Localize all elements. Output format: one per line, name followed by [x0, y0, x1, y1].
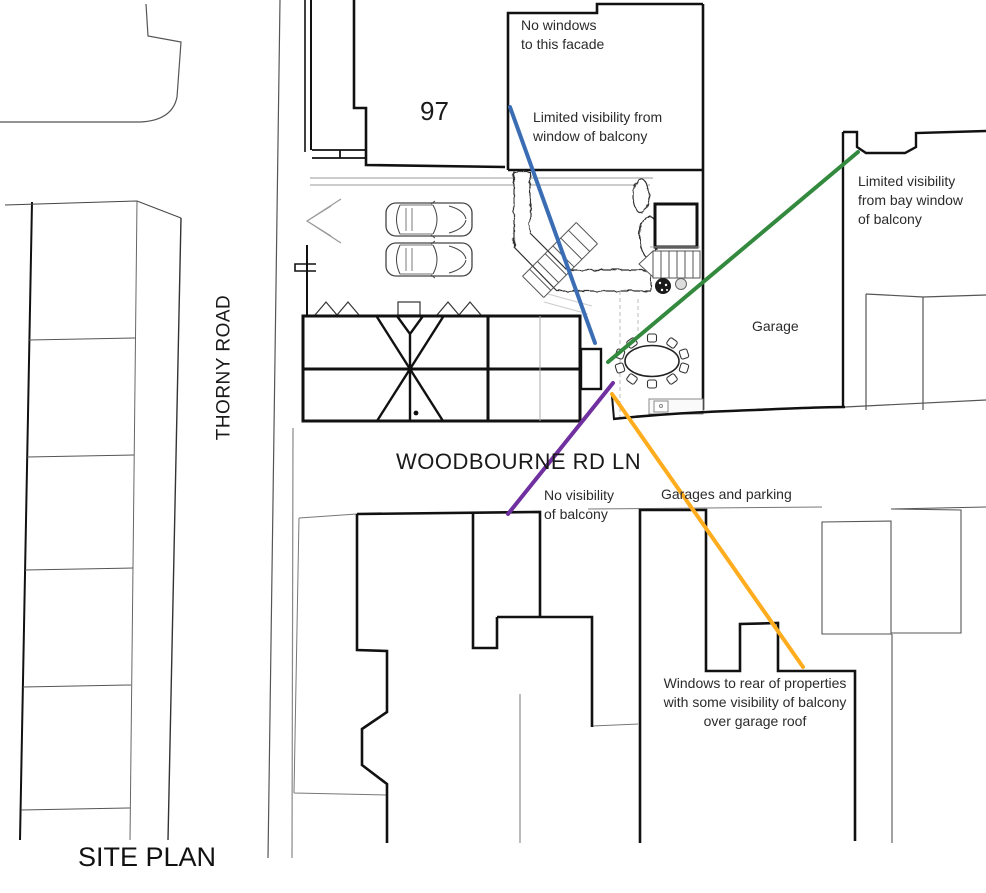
annotation-garages-and-parking: Garages and parking — [661, 486, 792, 502]
rear-garages-thin — [821, 506, 986, 843]
outbuilding-x-roof — [301, 301, 603, 423]
garage-label: Garage — [752, 318, 799, 334]
annotation-windows-to-rear: Windows to rear of properties with some … — [663, 675, 847, 729]
no-windows-building — [506, 2, 705, 410]
annotation-limited-visibility-window: Limited visibility from window of balcon… — [533, 109, 663, 144]
drawing-title: SITE PLAN — [78, 842, 217, 872]
top-left-pavement-corner — [0, 3, 182, 123]
annotation-no-windows: No windows to this facade — [521, 17, 605, 52]
car-icon — [385, 200, 473, 239]
building-97-outline — [352, 0, 506, 169]
south-building-west — [355, 510, 594, 843]
sight-line-street — [506, 381, 615, 516]
roof-dormers — [314, 301, 482, 316]
road-label-woodbourne: WOODBOURNE RD LN — [396, 449, 642, 474]
table-icon — [624, 344, 680, 378]
path-edges — [543, 293, 593, 315]
south-building-east — [638, 508, 857, 843]
terrace-block-west — [4, 200, 182, 841]
lane-garden-lines — [293, 506, 823, 843]
sight-line-window — [508, 105, 597, 345]
table-and-chairs — [614, 333, 690, 389]
bay-window-building — [841, 129, 986, 408]
balcony-bay — [579, 347, 603, 391]
balcony-stairs — [638, 246, 701, 279]
gate-chevron-icon — [305, 198, 342, 244]
garden-97 — [513, 171, 701, 418]
thorny-road-east-kerb — [267, 0, 281, 859]
house-number-97: 97 — [420, 96, 449, 126]
plant-pot-icon — [675, 278, 687, 290]
car-icon — [385, 240, 473, 279]
sight-line-rear-windows — [610, 392, 805, 669]
plant-pot-icon — [655, 278, 671, 294]
annotation-no-visibility: No visibility of balcony — [544, 487, 615, 522]
hedge — [513, 171, 652, 292]
chair-icon — [614, 333, 690, 389]
annotation-limited-visibility-bay: Limited visibility from bay window of ba… — [858, 173, 964, 227]
tree-icon — [632, 178, 650, 214]
road-label-thorny-road: THORNY ROAD — [213, 294, 235, 441]
thorny-road-east-kerb-2 — [291, 427, 294, 859]
garage-outline — [611, 395, 986, 421]
sight-line-bay-window — [606, 150, 860, 364]
road-lines — [0, 0, 294, 859]
parked-cars — [385, 200, 473, 279]
planter-square — [653, 202, 699, 249]
pavement-lines — [310, 177, 653, 186]
right-building-thin — [865, 293, 986, 410]
boundary-wall-97 — [294, 0, 367, 316]
sight-lines — [506, 105, 860, 669]
